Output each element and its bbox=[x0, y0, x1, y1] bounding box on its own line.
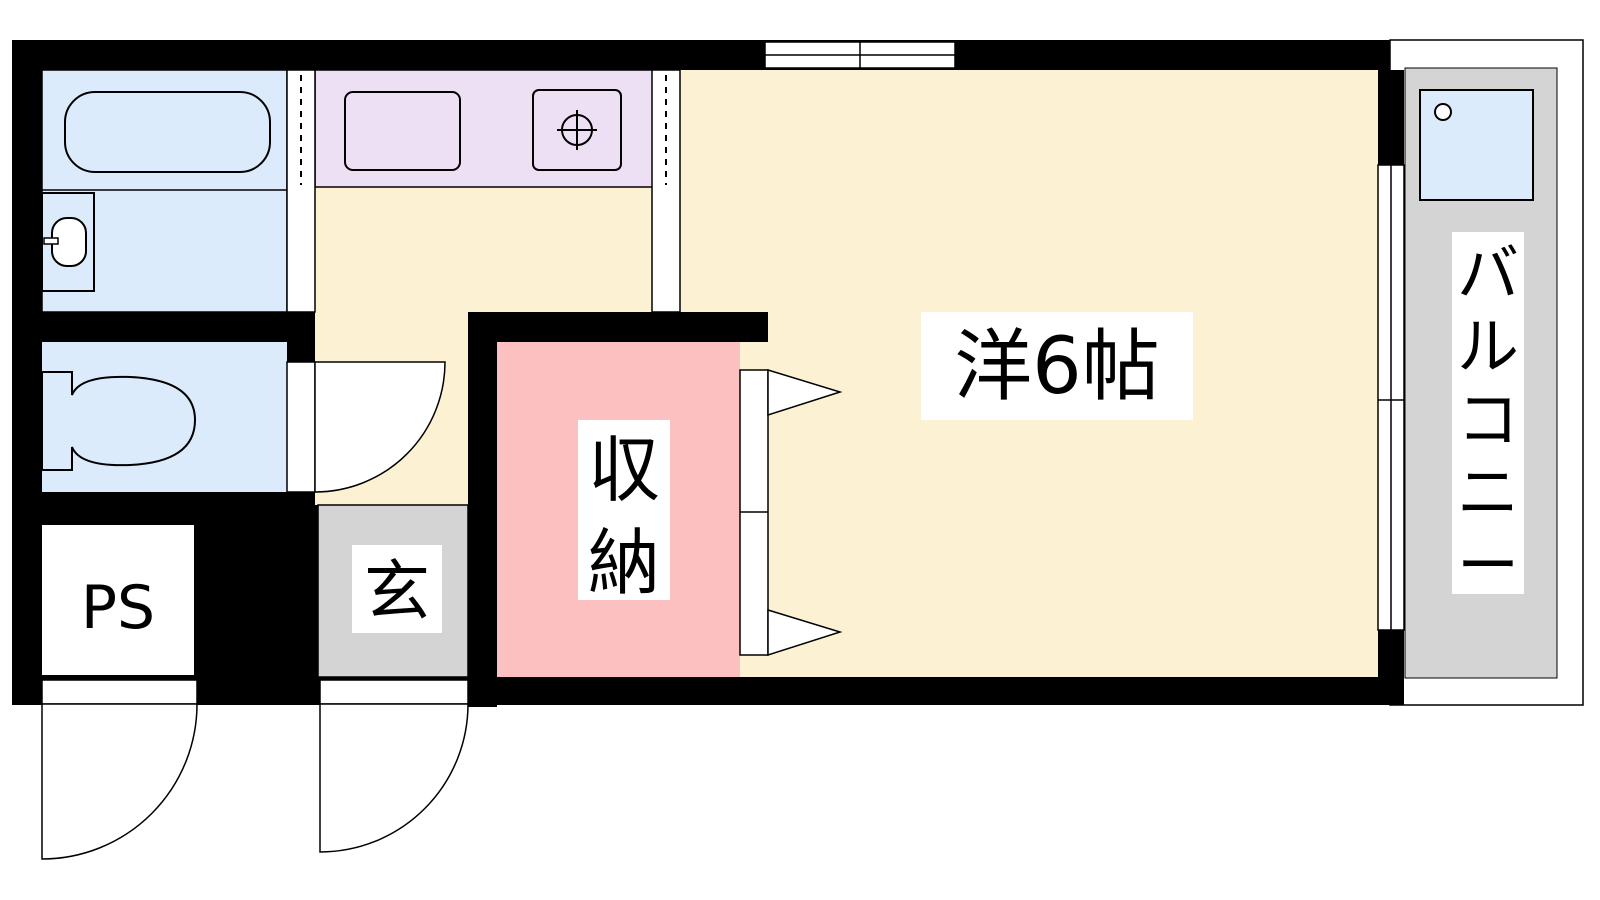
balcony-label-bg bbox=[1452, 232, 1524, 594]
wall-bath-toilet bbox=[42, 312, 315, 342]
washbasin-tap bbox=[43, 237, 59, 245]
storage-door-lower bbox=[767, 608, 843, 657]
wall-balcony-upper bbox=[1378, 70, 1404, 165]
toilet-icon bbox=[41, 371, 197, 471]
toilet-door-jamb bbox=[286, 361, 316, 493]
wall-toilet-ps bbox=[42, 492, 315, 525]
room-entrance-label-bg bbox=[352, 545, 442, 633]
storage-wall bbox=[468, 312, 768, 342]
room-entrance-label: 玄 bbox=[364, 553, 430, 630]
room-western-label: 洋6帖 bbox=[954, 322, 1160, 412]
wall-ps-right bbox=[194, 525, 318, 705]
entrance-door-gap bbox=[319, 679, 469, 705]
kitchen-sink-icon bbox=[344, 91, 461, 171]
wall-bottom bbox=[12, 677, 1390, 705]
room-western-label-bg bbox=[921, 312, 1193, 420]
ps-door-gap bbox=[41, 679, 198, 705]
balcony-label-char-4: ニ bbox=[1457, 456, 1519, 529]
balcony-label-char-1: バ bbox=[1457, 237, 1519, 310]
bathtub-icon bbox=[64, 91, 271, 173]
balcony-label-char-2: ル bbox=[1457, 310, 1519, 383]
balcony-label-char-3: コ bbox=[1457, 383, 1519, 456]
balcony-label-char-5: ー bbox=[1457, 529, 1519, 602]
toilet-door-swing bbox=[314, 361, 446, 493]
storage-wall-left bbox=[468, 312, 497, 707]
room-storage-label-2: 納 bbox=[588, 521, 660, 605]
washer-drain-icon bbox=[1434, 103, 1452, 121]
room-storage-label-bg bbox=[578, 420, 670, 600]
room-storage-label-1: 収 bbox=[588, 428, 660, 512]
partition-bath-kitchen bbox=[286, 69, 316, 313]
partition-kitchen-western bbox=[651, 69, 681, 313]
ps-door-swing bbox=[41, 703, 198, 860]
room-pipe-space bbox=[42, 525, 194, 675]
entrance-door-swing bbox=[319, 703, 469, 853]
room-pipe-space-label: PS bbox=[81, 573, 155, 643]
storage-door-upper bbox=[767, 368, 843, 417]
